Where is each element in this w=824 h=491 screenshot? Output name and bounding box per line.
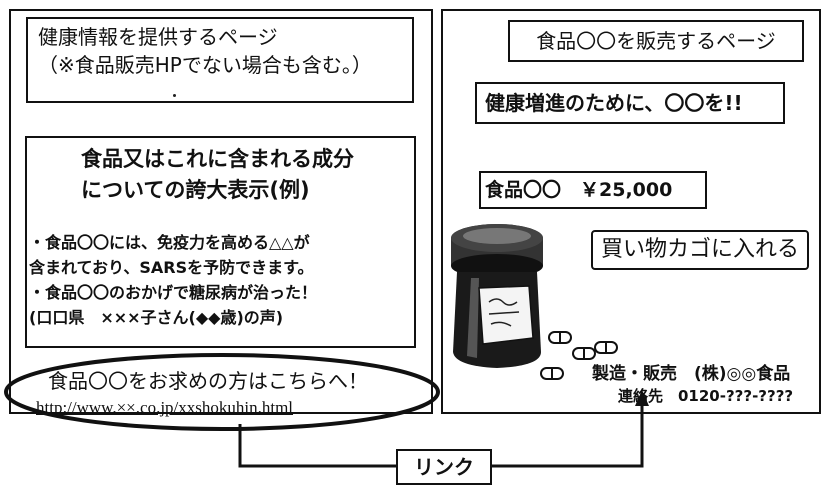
claim-line: (口口県 ×××子さん(◆◆歳)の声)	[29, 308, 284, 327]
contact-line: 連絡先 0120-???-????	[618, 387, 794, 405]
health-info-page-title-box: 健康情報を提供するページ （※食品販売HPでない場合も含む。）	[26, 17, 414, 103]
product-sales-page-title: 食品〇〇を販売するページ	[508, 20, 804, 62]
claims-heading: 食品又はこれに含まれる成分 についての誇大表示(例)	[81, 144, 354, 206]
supplement-bottle-icon	[451, 224, 618, 380]
purchase-link-url[interactable]: http://www.××.co.jp/xxshokuhin.html	[36, 398, 294, 417]
claims-heading-line2: についての誇大表示(例)	[81, 178, 310, 202]
claims-heading-line1: 食品又はこれに含まれる成分	[81, 147, 354, 171]
product-price-label: 食品〇〇 ￥25,000	[479, 171, 707, 209]
link-highlight-oval	[4, 353, 440, 431]
exaggerated-claims-box: 食品又はこれに含まれる成分 についての誇大表示(例) ・食品〇〇には、免疫力を高…	[25, 136, 416, 348]
claims-list: ・食品〇〇には、免疫力を高める△△が 含まれており、SARSを予防できます。 ・…	[29, 230, 317, 330]
purchase-link-text: 食品〇〇をお求めの方はこちらへ！	[48, 369, 368, 393]
manufacturer-line: 製造・販売 (株)◎◎食品	[592, 364, 791, 384]
add-to-cart-button[interactable]: 買い物カゴに入れる	[591, 230, 809, 270]
stray-dot	[173, 94, 176, 97]
claim-line: ・食品〇〇のおかげで糖尿病が治った！	[29, 283, 318, 302]
health-claim-banner: 健康増進のために、〇〇を!!	[475, 82, 785, 124]
health-info-page-subtitle: （※食品販売HPでない場合も含む。）	[38, 53, 372, 77]
claim-line: 含まれており、SARSを予防できます。	[29, 258, 314, 277]
claim-line: ・食品〇〇には、免疫力を高める△△が	[29, 233, 310, 252]
link-label: リンク	[396, 449, 492, 485]
health-info-page-title: 健康情報を提供するページ	[38, 25, 278, 49]
